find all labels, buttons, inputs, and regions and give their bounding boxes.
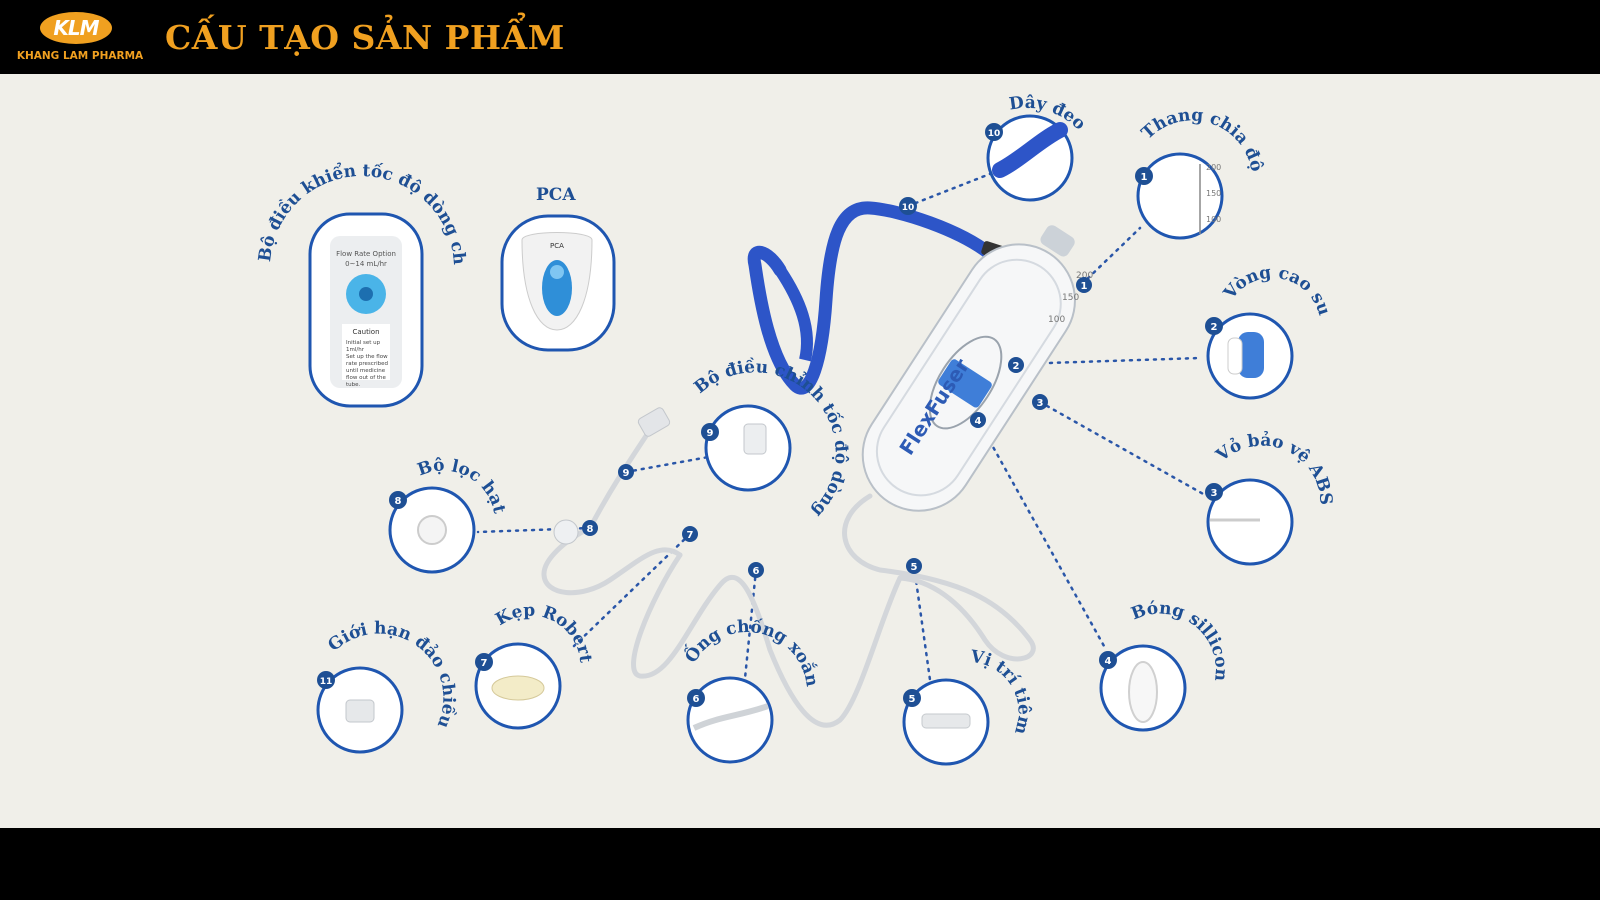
pca-panel: PCA: [500, 214, 616, 352]
svg-text:rate prescribed: rate prescribed: [346, 361, 388, 367]
tubing: [541, 427, 1036, 728]
badge-7: 7: [682, 526, 698, 542]
badge-circle-8: 8: [389, 491, 407, 509]
svg-text:150: 150: [1206, 189, 1221, 198]
svg-text:10: 10: [988, 129, 1001, 139]
svg-text:6: 6: [753, 566, 760, 577]
badge-9: 9: [618, 464, 634, 480]
svg-text:Set up the flow: Set up the flow: [346, 354, 388, 360]
svg-text:5: 5: [909, 694, 916, 705]
logo-text: KHANG LAM PHARMA: [16, 50, 144, 62]
diagram-canvas: [0, 74, 1600, 828]
footer-bar: [0, 828, 1600, 900]
label-ring: Vòng cao su: [1219, 263, 1334, 318]
badge-3: 3: [1032, 394, 1048, 410]
svg-text:5: 5: [911, 562, 918, 573]
svg-text:1: 1: [1141, 172, 1148, 183]
svg-text:Caution: Caution: [352, 328, 379, 336]
svg-text:flow out of the: flow out of the: [346, 375, 387, 381]
badge-circle-4: 4: [1099, 651, 1117, 669]
badge-5: 5: [906, 558, 922, 574]
logo-mark: KLM: [40, 12, 112, 44]
header-bar: KLM KHANG LAM PHARMA CẤU TẠO SẢN PHẨM: [0, 0, 1600, 74]
svg-text:8: 8: [587, 524, 594, 535]
svg-text:Flow Rate Option: Flow Rate Option: [336, 250, 396, 258]
svg-text:100: 100: [1206, 215, 1221, 224]
svg-text:100: 100: [1048, 315, 1065, 325]
svg-text:1ml/hr: 1ml/hr: [346, 347, 365, 353]
scale-detail: [1136, 152, 1224, 240]
number-badges: 1 2 3 4 5 6 7 8 9 10 1 2 3 4 5 6 7 8 9 1…: [317, 123, 1223, 707]
svg-text:7: 7: [687, 530, 694, 541]
svg-text:PCA: PCA: [550, 242, 564, 250]
badge-circle-1: 1: [1135, 167, 1153, 185]
svg-text:10: 10: [902, 203, 915, 213]
svg-text:4: 4: [975, 416, 982, 427]
badge-1: 1: [1076, 277, 1092, 293]
badge-circle-10: 10: [985, 123, 1003, 141]
label-pca: PCA: [536, 185, 576, 205]
svg-text:4: 4: [1105, 656, 1112, 667]
badge-4: 4: [970, 412, 986, 428]
badge-2: 2: [1008, 357, 1024, 373]
badge-circle-3: 3: [1205, 483, 1223, 501]
badge-6: 6: [748, 562, 764, 578]
svg-text:3: 3: [1037, 398, 1044, 409]
page-title: CẤU TẠO SẢN PHẨM: [165, 18, 565, 57]
svg-text:200: 200: [1076, 271, 1093, 281]
coil-tube-detail: [686, 676, 774, 764]
svg-text:150: 150: [1062, 293, 1079, 303]
svg-text:9: 9: [623, 468, 630, 479]
badge-circle-11: 11: [317, 671, 335, 689]
flexfuser-device: FlexFuser: [861, 225, 1076, 512]
svg-text:11: 11: [320, 677, 333, 687]
badge-circle-7: 7: [475, 653, 493, 671]
badge-circle-6: 6: [687, 689, 705, 707]
leader-lines: [476, 168, 1207, 696]
svg-text:6: 6: [693, 694, 700, 705]
detail-illustrations: 200 150 100: [345, 122, 1264, 731]
company-logo: KLM KHANG LAM PHARMA: [16, 8, 144, 68]
badge-circle-9: 9: [701, 423, 719, 441]
svg-text:0~14 mL/hr: 0~14 mL/hr: [345, 260, 387, 268]
svg-text:1: 1: [1081, 281, 1088, 292]
svg-text:8: 8: [395, 496, 402, 507]
svg-text:200: 200: [1206, 163, 1221, 172]
svg-text:2: 2: [1211, 322, 1218, 333]
svg-text:7: 7: [481, 658, 488, 669]
svg-text:until medicine: until medicine: [346, 368, 386, 374]
badge-8: 8: [582, 520, 598, 536]
svg-text:9: 9: [707, 428, 714, 439]
badge-10: 10: [899, 197, 917, 215]
flow-controller-panel: Flow Rate Option 0~14 mL/hr Caution Init…: [308, 212, 424, 408]
svg-text:Initial set up: Initial set up: [346, 340, 381, 346]
svg-text:tube.: tube.: [346, 382, 361, 388]
badge-circle-2: 2: [1205, 317, 1223, 335]
component-labels: Bộ điều khiển tốc độ dòng chảy PCA Dây đ…: [0, 74, 1336, 736]
svg-text:3: 3: [1211, 488, 1218, 499]
product-diagram: FlexFuser 100 150 200 Flow Rate Option 0…: [0, 74, 1336, 766]
device-scale: 100 150 200: [1048, 271, 1093, 325]
abs-detail: [1206, 478, 1294, 566]
svg-text:2: 2: [1013, 361, 1020, 372]
badge-circle-5: 5: [903, 689, 921, 707]
